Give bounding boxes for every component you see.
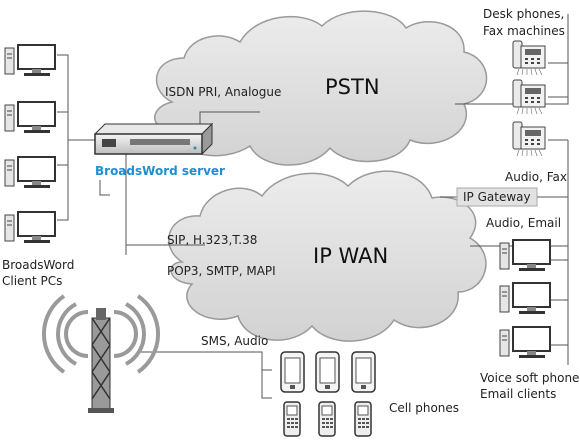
pop3-link-label: POP3, SMTP, MAPI — [167, 264, 276, 278]
connector-lines — [57, 14, 569, 399]
smartphone-icon — [315, 351, 340, 393]
mobile-phones — [283, 401, 372, 437]
desk-phones-label-2: Fax machines — [483, 24, 565, 38]
sms-link-label: SMS, Audio — [201, 334, 268, 348]
smartphones — [280, 351, 376, 393]
desk-phone-icon — [512, 79, 546, 115]
pstn-label: PSTN — [325, 75, 380, 99]
ip-gateway-label: IP Gateway — [463, 190, 531, 204]
client-pcs-label-2: Client PCs — [2, 274, 62, 288]
cell-phones-label: Cell phones — [389, 401, 459, 415]
server-label: BroadsWord server — [95, 164, 225, 178]
soft-phone-pc-icon — [499, 239, 551, 272]
isdn-link-label: ISDN PRI, Analogue — [165, 85, 281, 99]
desk-phone-icon — [512, 40, 546, 76]
soft-phone-pc-icon — [499, 326, 551, 359]
server-icon — [93, 122, 214, 156]
client-pc-icon — [4, 101, 56, 134]
client-pcs-label-1: BroadsWord — [2, 258, 74, 272]
soft-phones-label-2: Email clients — [480, 387, 556, 401]
desk-phones-label-1: Desk phones, — [483, 7, 564, 21]
audio-fax-label: Audio, Fax — [505, 170, 567, 184]
client-pc-icon — [4, 156, 56, 189]
soft-phones-label-1: Voice soft phones, — [480, 371, 580, 385]
client-pc-icon — [4, 44, 56, 77]
soft-phone-pc-icon — [499, 282, 551, 315]
pstn-cloud — [154, 10, 488, 166]
ip-wan-cloud — [168, 170, 487, 342]
ip-gateway-box — [456, 187, 538, 207]
soft-phone-pcs — [499, 239, 551, 359]
desk-phone-icon — [512, 121, 546, 157]
client-pcs — [4, 44, 56, 244]
ip-wan-label: IP WAN — [313, 244, 388, 268]
client-pc-icon — [4, 211, 56, 244]
smartphone-icon — [280, 351, 305, 393]
smartphone-icon — [351, 351, 376, 393]
mobile-phone-icon — [354, 401, 372, 437]
cell-tower-icon — [41, 294, 161, 413]
sip-link-label: SIP, H.323,T.38 — [167, 233, 257, 247]
mobile-phone-icon — [283, 401, 301, 437]
audio-email-label: Audio, Email — [486, 216, 561, 230]
mobile-phone-icon — [318, 401, 336, 437]
